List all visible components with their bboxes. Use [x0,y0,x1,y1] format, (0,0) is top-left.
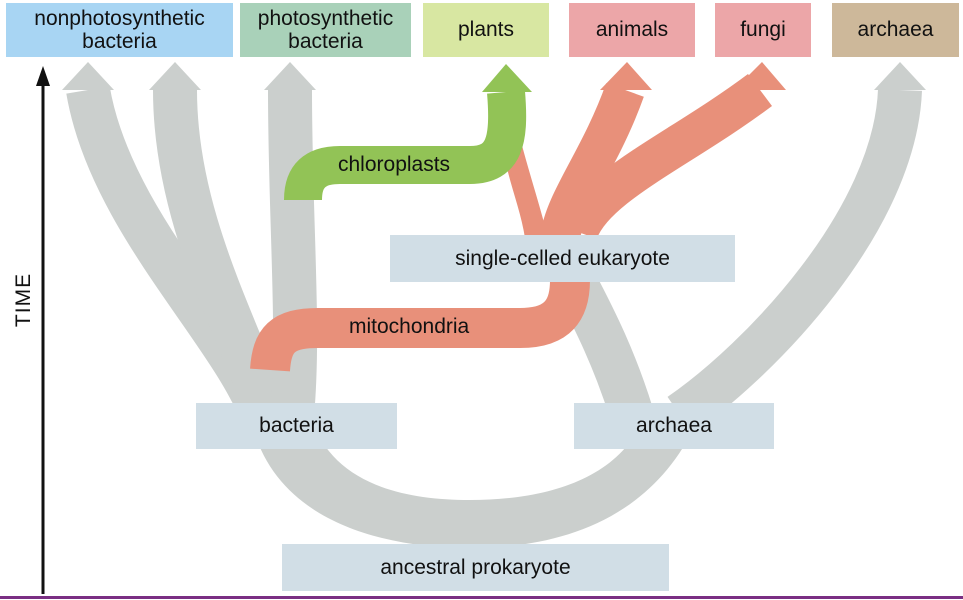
branch-photosynthetic [268,89,318,418]
archaea-node: archaea [574,403,774,449]
arrowhead-fungi [734,62,786,90]
arrowhead-animals [600,62,652,90]
nonphotosynthetic-bacteria-label: nonphotosynthetic bacteria [6,3,233,57]
bottom-frame-line [0,596,963,599]
fungi-label: fungi [715,3,811,57]
photosynthetic-bacteria-label: photosynthetic bacteria [240,3,411,57]
plants-label: plants [423,3,549,57]
mitochondria-label: mitochondria [349,315,470,338]
time-axis-arrowhead [36,66,50,86]
arrowhead-nonphoto-1 [62,62,114,90]
archaea-top-label: archaea [832,3,959,57]
single-celled-eukaryote-node: single-celled eukaryote [390,235,735,282]
mitochondria-flow [250,279,590,372]
bacteria-node: bacteria [196,403,397,449]
chloroplasts-flow [284,90,527,202]
branch-archaea [667,88,922,434]
chloroplasts-label: chloroplasts [338,153,451,176]
arrowhead-photosynthetic [264,62,316,90]
trunk-branch [250,415,700,548]
ancestral-prokaryote-node: ancestral prokaryote [282,544,669,591]
branch-fungi [559,73,772,241]
branch-nonphoto-2 [153,89,289,422]
animals-label: animals [569,3,695,57]
time-axis-label: TIME [12,266,36,334]
arrowhead-nonphoto-2 [149,62,201,90]
arrowhead-archaea [874,62,926,90]
arrowhead-plants [482,64,532,92]
